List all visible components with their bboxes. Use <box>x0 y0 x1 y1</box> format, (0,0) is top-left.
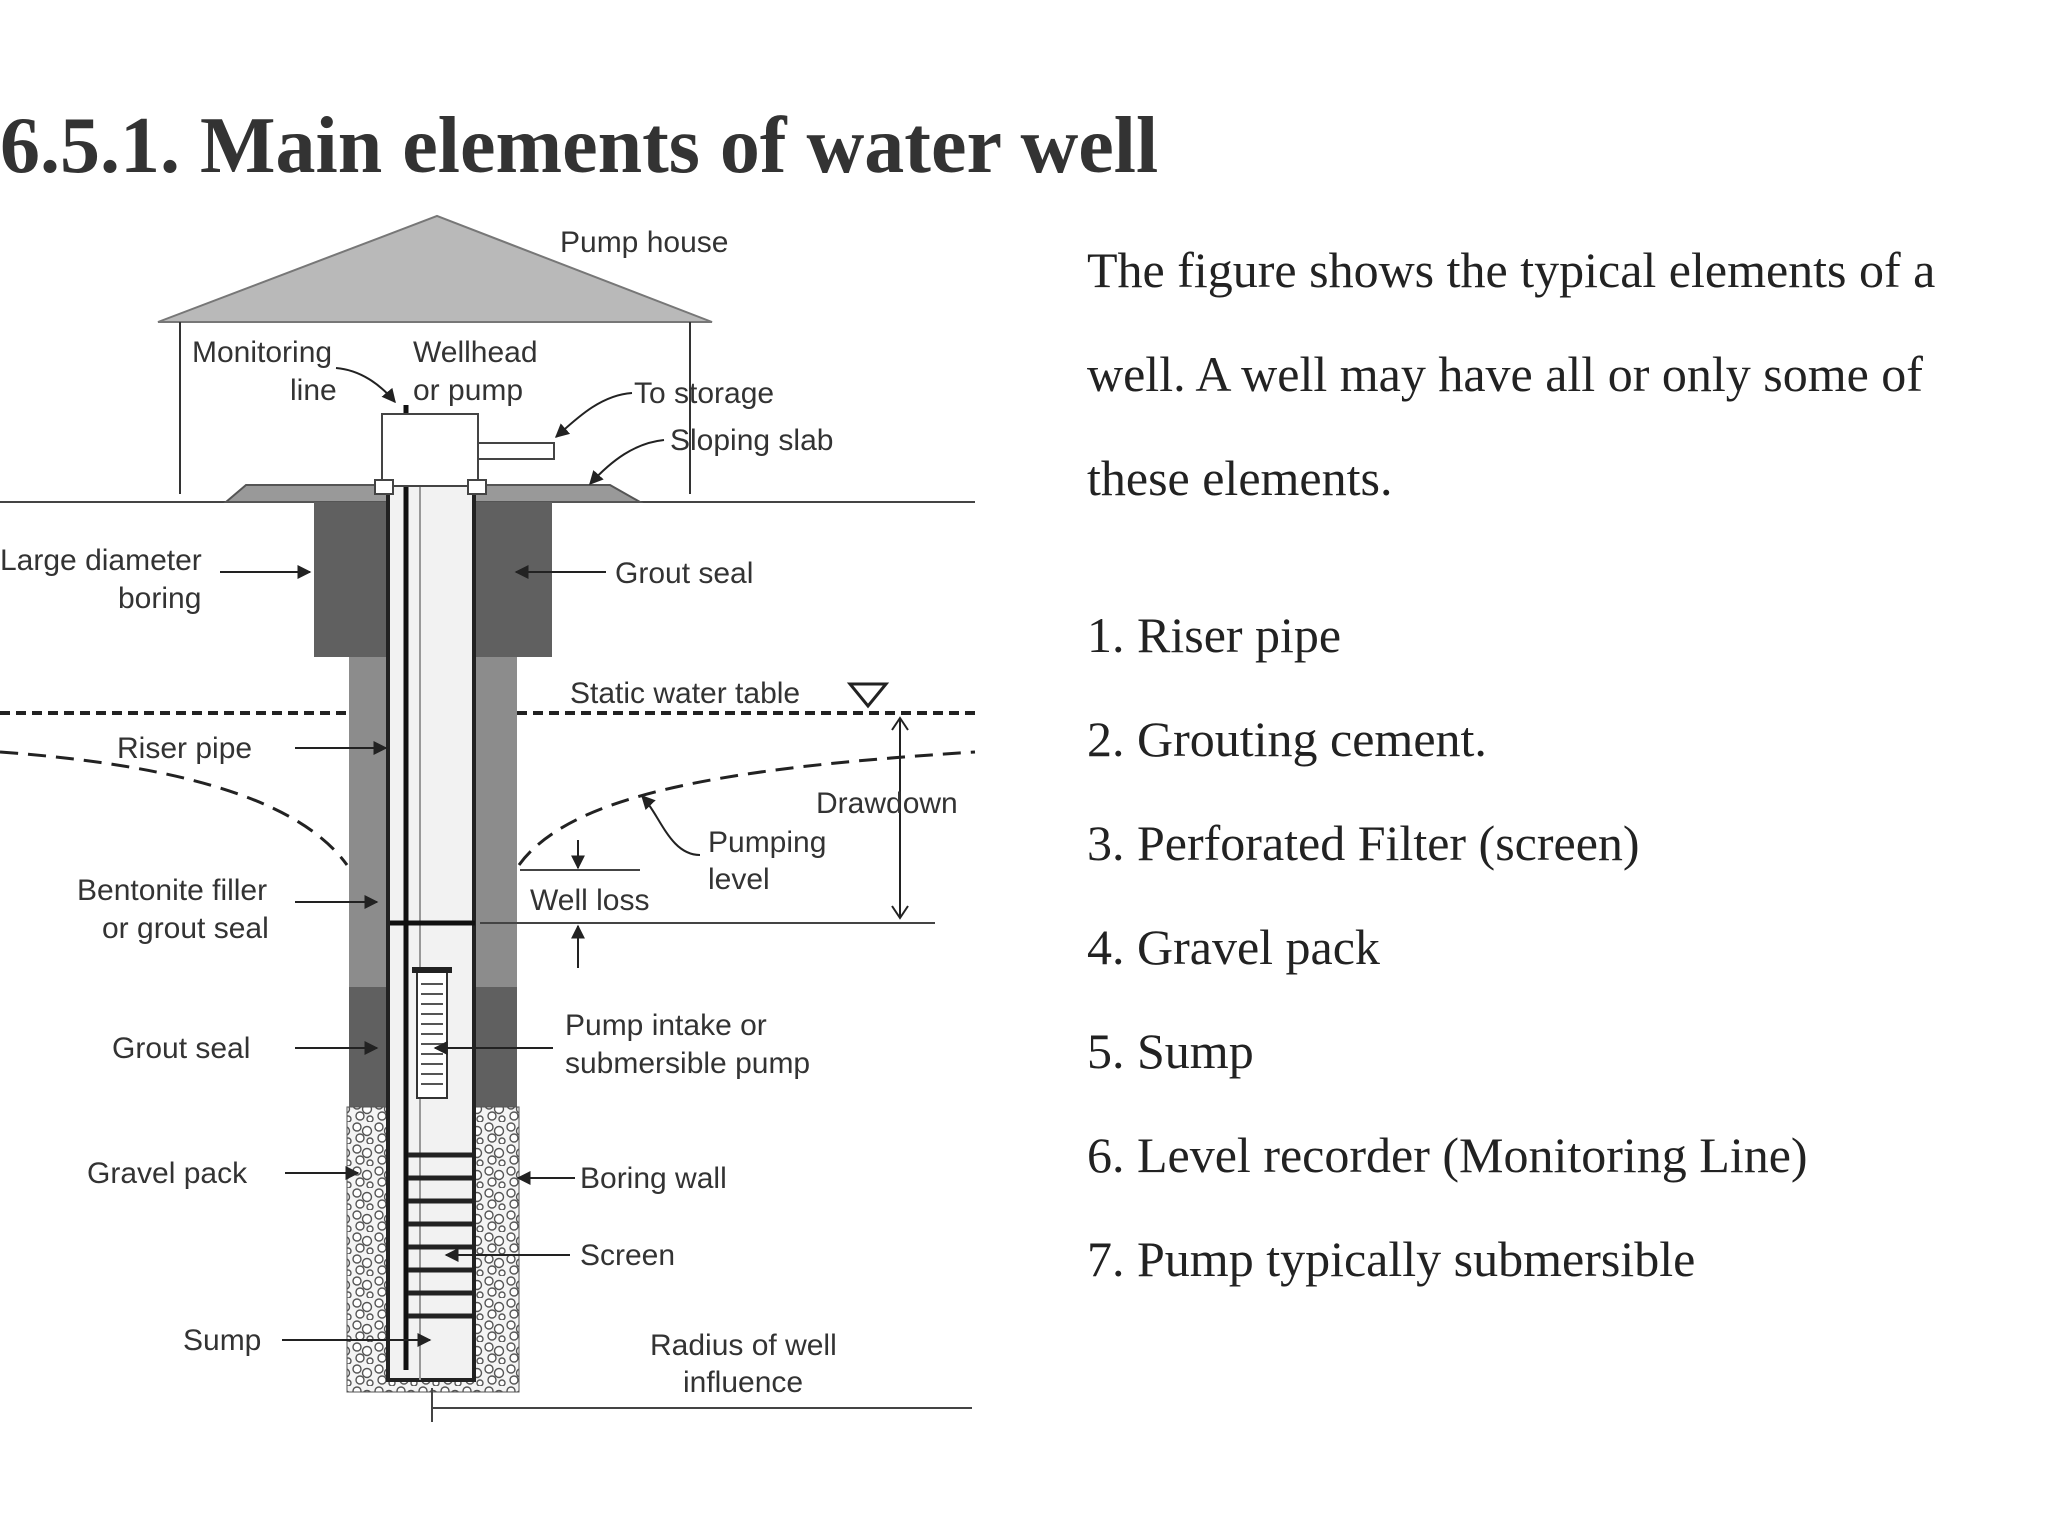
label-wellhead-1: Wellhead <box>413 336 538 369</box>
list-item: 7. Pump typically submersible <box>1087 1231 1696 1287</box>
label-radius-1: Radius of well <box>650 1329 837 1362</box>
label-bentonite-1: Bentonite filler <box>77 874 267 907</box>
label-pumping-level-1: Pumping <box>708 826 826 859</box>
label-large-diameter-2: boring <box>118 582 201 615</box>
label-sump: Sump <box>183 1324 261 1357</box>
label-gravel-pack: Gravel pack <box>87 1157 248 1190</box>
label-large-diameter-1: Large diameter <box>0 544 202 577</box>
list-item: 5. Sump <box>1087 1023 1254 1079</box>
label-monitoring-line-2: line <box>290 374 337 407</box>
label-well-loss: Well loss <box>530 884 649 917</box>
label-static-water-table: Static water table <box>570 677 800 710</box>
label-pump-intake-2: submersible pump <box>565 1047 810 1080</box>
label-bentonite-2: or grout seal <box>102 912 269 945</box>
leader-arrows <box>220 367 701 1347</box>
water-well-diagram: Pump house Monitoring line Wellhead or p… <box>0 214 976 1422</box>
water-table-symbol <box>846 682 890 709</box>
wellhead-base-left <box>374 479 394 495</box>
wellhead <box>381 413 479 487</box>
figure-description: The figure shows the typical elements of… <box>1087 242 1936 506</box>
label-wellhead-2: or pump <box>413 374 523 407</box>
pump-house-roof <box>157 214 713 323</box>
label-radius-2: influence <box>683 1366 803 1399</box>
list-item: 2. Grouting cement. <box>1087 711 1487 767</box>
label-pumping-level-2: level <box>708 863 770 896</box>
label-grout-seal-top: Grout seal <box>615 557 753 590</box>
label-grout-seal-bottom: Grout seal <box>112 1032 250 1065</box>
screen-slots <box>408 1152 474 1319</box>
drawdown-arrow-top <box>891 716 909 731</box>
label-sloping-slab: Sloping slab <box>670 424 833 457</box>
list-item: 4. Gravel pack <box>1087 919 1380 975</box>
drawdown-cone-left <box>0 750 349 866</box>
well-elements-list: 1. Riser pipe 2. Grouting cement. 3. Per… <box>1087 583 1808 1311</box>
label-screen: Screen <box>580 1239 675 1272</box>
wellhead-outlet <box>477 442 555 460</box>
label-boring-wall: Boring wall <box>580 1162 727 1195</box>
label-pump-intake-1: Pump intake or <box>565 1009 767 1042</box>
label-to-storage: To storage <box>634 377 774 410</box>
list-item: 1. Riser pipe <box>1087 607 1342 663</box>
pump-intake-slots <box>421 983 443 1085</box>
drawdown-arrow-bottom <box>891 905 909 920</box>
section-heading: 6.5.1. Main elements of water well <box>0 102 1159 190</box>
list-item: 6. Level recorder (Monitoring Line) <box>1087 1127 1808 1183</box>
label-riser-pipe: Riser pipe <box>117 732 252 765</box>
list-item: 3. Perforated Filter (screen) <box>1087 815 1640 871</box>
label-monitoring-line-1: Monitoring <box>192 336 332 369</box>
label-pump-house: Pump house <box>560 226 728 259</box>
wellhead-base-right <box>467 479 487 495</box>
label-drawdown: Drawdown <box>816 787 958 820</box>
drawdown-cone-right <box>517 750 976 866</box>
